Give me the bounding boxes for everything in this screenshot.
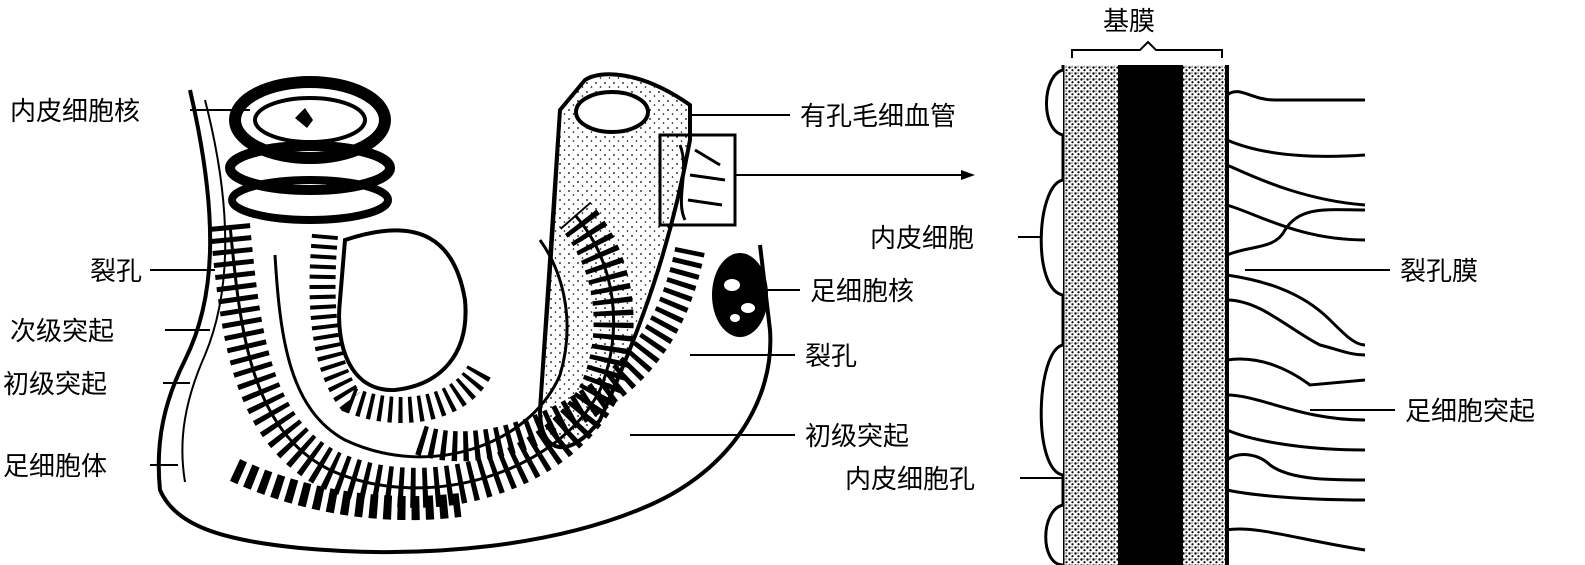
diagram-labels: 内皮细胞核 裂孔 次级突起 初级突起 足细胞体 有孔毛细血管 足细胞核 裂孔 初… — [3, 7, 1535, 495]
label-primary-process-left: 初级突起 — [3, 370, 107, 400]
label-secondary-process: 次级突起 — [10, 317, 114, 347]
filtration-barrier-section — [1039, 40, 1366, 565]
label-primary-process-center: 初级突起 — [805, 422, 909, 452]
magnification-box — [658, 133, 737, 227]
label-podocyte-process: 足细胞突起 — [1405, 397, 1535, 427]
podocyte-nucleus — [712, 253, 768, 337]
capillary-loop — [210, 201, 705, 521]
podocyte-capillary-illustration — [156, 72, 773, 555]
podocyte-body-outline — [156, 89, 773, 555]
endothelial-nucleus-ring — [225, 76, 395, 224]
label-slit-diaphragm: 裂孔膜 — [1400, 257, 1478, 287]
label-endothelial-nucleus: 内皮细胞核 — [10, 97, 140, 127]
label-podocyte-nucleus: 足细胞核 — [810, 277, 914, 307]
endothelial-cells — [1039, 68, 1064, 565]
label-slit-pore-center: 裂孔 — [805, 342, 857, 372]
endothelial-layer — [1063, 65, 1118, 565]
podocyte-foot-processes — [1226, 90, 1366, 552]
podocyte-inner-outline — [181, 99, 227, 483]
label-endothelial-pore: 内皮细胞孔 — [845, 465, 975, 495]
basement-membrane-brace — [1071, 40, 1223, 58]
label-basement-membrane: 基膜 — [1103, 7, 1155, 37]
leader-lines — [150, 109, 1395, 479]
basement-membrane-band — [1118, 65, 1183, 565]
label-podocyte-body: 足细胞体 — [3, 452, 107, 482]
label-endothelial-cell: 内皮细胞 — [870, 224, 974, 254]
podocyte-layer — [1183, 65, 1225, 565]
capillary-lumen — [337, 228, 468, 393]
magnification-arrow — [735, 170, 975, 180]
fenestrated-capillary-tube — [537, 72, 692, 449]
label-fenestrated-capillary: 有孔毛细血管 — [800, 102, 956, 132]
label-slit-pore-left: 裂孔 — [90, 257, 142, 287]
